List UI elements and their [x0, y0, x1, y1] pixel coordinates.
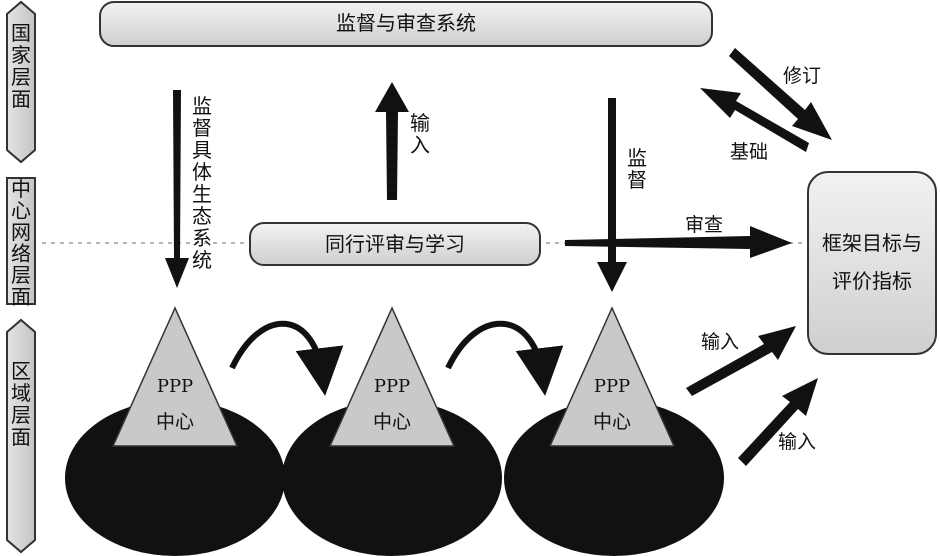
ppp-center-2: PPP 中心: [328, 306, 456, 447]
supervision-system-box: 监督与审查系统: [99, 1, 713, 47]
basis-label: 基础: [730, 141, 768, 163]
level-national: 国家层面: [6, 0, 36, 164]
level-regional: 区域层面: [6, 318, 36, 554]
ppp-center-3: PPP 中心: [548, 306, 676, 447]
ppp-center-3-subtitle: 中心: [593, 411, 631, 433]
supervise-specific-label: 监督具体生态系统: [192, 94, 212, 272]
peer-review-label: 同行评审与学习: [325, 232, 465, 256]
framework-label-line1: 框架目标与: [822, 231, 922, 255]
ppp-center-1-title: PPP: [157, 376, 193, 397]
input-right-label-1: 输入: [701, 331, 739, 353]
flow-arrow-2-to-3: [445, 320, 564, 396]
input-right-label-2: 输入: [778, 431, 816, 453]
ppp-center-2-title: PPP: [374, 376, 410, 397]
level-regional-label: 区域层面: [11, 359, 31, 449]
framework-box: 框架目标与 评价指标: [807, 171, 937, 355]
review-arrow: [565, 226, 792, 258]
revise-label: 修订: [783, 65, 821, 87]
peer-review-box: 同行评审与学习: [249, 222, 541, 266]
level-center-network: 中心网络层面: [6, 177, 36, 309]
level-national-label: 国家层面: [11, 21, 31, 111]
supervise-down-arrow-left: [165, 90, 189, 288]
framework-label-line2: 评价指标: [832, 269, 912, 293]
input-up-label: 输入: [410, 111, 430, 157]
revise-arrow: [729, 48, 832, 140]
input-arrow-from-center-3: [686, 326, 796, 396]
ppp-center-3-title: PPP: [594, 376, 630, 397]
input-arrow-from-region: [738, 378, 818, 466]
supervise-down-arrow-right: [597, 98, 627, 292]
input-up-arrow: [375, 82, 409, 200]
supervise-label: 监督: [627, 146, 647, 192]
supervision-system-label: 监督与审查系统: [336, 11, 476, 35]
ppp-center-1-subtitle: 中心: [156, 411, 194, 433]
ppp-center-1: PPP 中心: [111, 306, 239, 447]
flow-arrow-1-to-2: [229, 320, 344, 396]
basis-arrow: [700, 88, 809, 152]
review-label: 审查: [685, 214, 723, 236]
level-center-network-label: 中心网络层面: [11, 177, 31, 309]
ppp-center-2-subtitle: 中心: [373, 411, 411, 433]
